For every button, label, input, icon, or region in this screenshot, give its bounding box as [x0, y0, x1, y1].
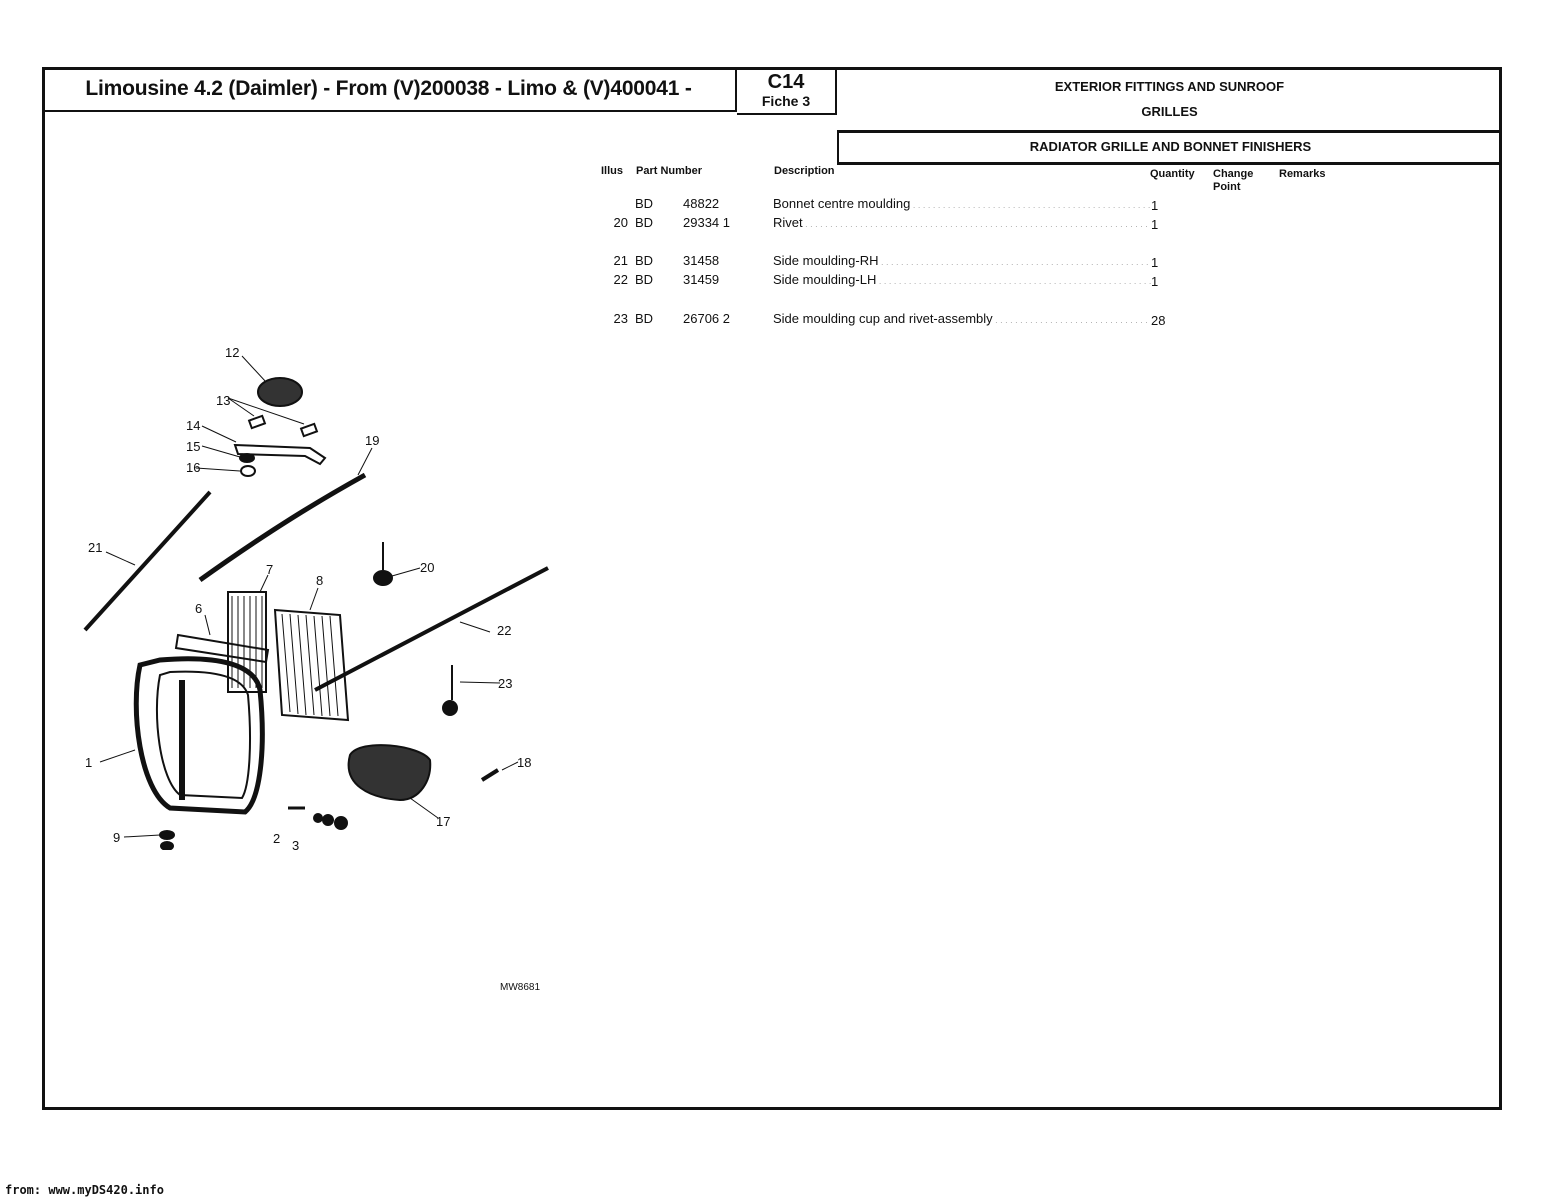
- section-group: GRILLES: [1141, 104, 1198, 119]
- page-title: Limousine 4.2 (Daimler) - From (V)200038…: [85, 76, 692, 100]
- callout-label: 3: [292, 838, 299, 850]
- callout-label: 14: [186, 418, 200, 433]
- col-change-point: Change Point: [1213, 168, 1254, 193]
- col-part-number: Part Number: [636, 165, 703, 177]
- subsection-title: RADIATOR GRILLE AND BONNET FINISHERS: [837, 133, 1502, 165]
- callout-label: 22: [497, 623, 511, 638]
- col-description: Description: [774, 165, 835, 177]
- fiche-number: Fiche 3: [761, 93, 811, 109]
- table-row: 21 BD 31458 Side moulding-RH 1: [598, 253, 1378, 271]
- section-code: C14: [767, 71, 805, 93]
- table-row: 22 BD 31459 Side moulding-LH 1: [598, 272, 1378, 290]
- callout-label: 2: [273, 831, 280, 846]
- callout-label: 13: [216, 393, 230, 408]
- callout-label: 1: [85, 755, 92, 770]
- callout-label: 18: [517, 755, 531, 770]
- callout-label: 4: [312, 848, 319, 850]
- col-quantity: Quantity: [1150, 168, 1195, 180]
- source-footer: from: www.myDS420.info: [5, 1183, 164, 1197]
- col-remarks: Remarks: [1279, 168, 1326, 180]
- callout-label: 19: [365, 433, 379, 448]
- callout-label: 6: [195, 601, 202, 616]
- callout-label: 9: [113, 830, 120, 845]
- diagram-drawing: [83, 377, 549, 850]
- callout-label: 15: [186, 439, 200, 454]
- table-row: BD 48822 Bonnet centre moulding 1: [598, 196, 1378, 214]
- leader-lines: [99, 355, 519, 838]
- page-frame: [42, 67, 1502, 1110]
- col-illus: Illus: [601, 165, 624, 177]
- callout-label: 8: [316, 573, 323, 588]
- callout-label: 16: [186, 460, 200, 475]
- section-header: EXTERIOR FITTINGS AND SUNROOF GRILLES: [837, 67, 1502, 133]
- header-title-box: Limousine 4.2 (Daimler) - From (V)200038…: [42, 67, 737, 112]
- section-title: EXTERIOR FITTINGS AND SUNROOF: [1054, 79, 1285, 94]
- callout-label: 23: [498, 676, 512, 691]
- callout-labels: 1 2 3 4 5 6 7 8 9 10 11 12 13 14 15 16 1…: [85, 345, 531, 850]
- callout-label: 17: [436, 814, 450, 829]
- callout-label: 21: [88, 540, 102, 555]
- table-row: 23 BD 26706 2 Side moulding cup and rive…: [598, 311, 1378, 329]
- callout-label: 20: [420, 560, 434, 575]
- callout-label: 7: [266, 562, 273, 577]
- table-row: 20 BD 29334 1 Rivet 1: [598, 215, 1378, 233]
- callout-label: 12: [225, 345, 239, 360]
- diagram-reference: MW8681: [500, 982, 541, 993]
- fiche-code-box: C14 Fiche 3: [737, 67, 837, 115]
- exploded-parts-diagram: 1 2 3 4 5 6 7 8 9 10 11 12 13 14 15 16 1…: [83, 345, 549, 850]
